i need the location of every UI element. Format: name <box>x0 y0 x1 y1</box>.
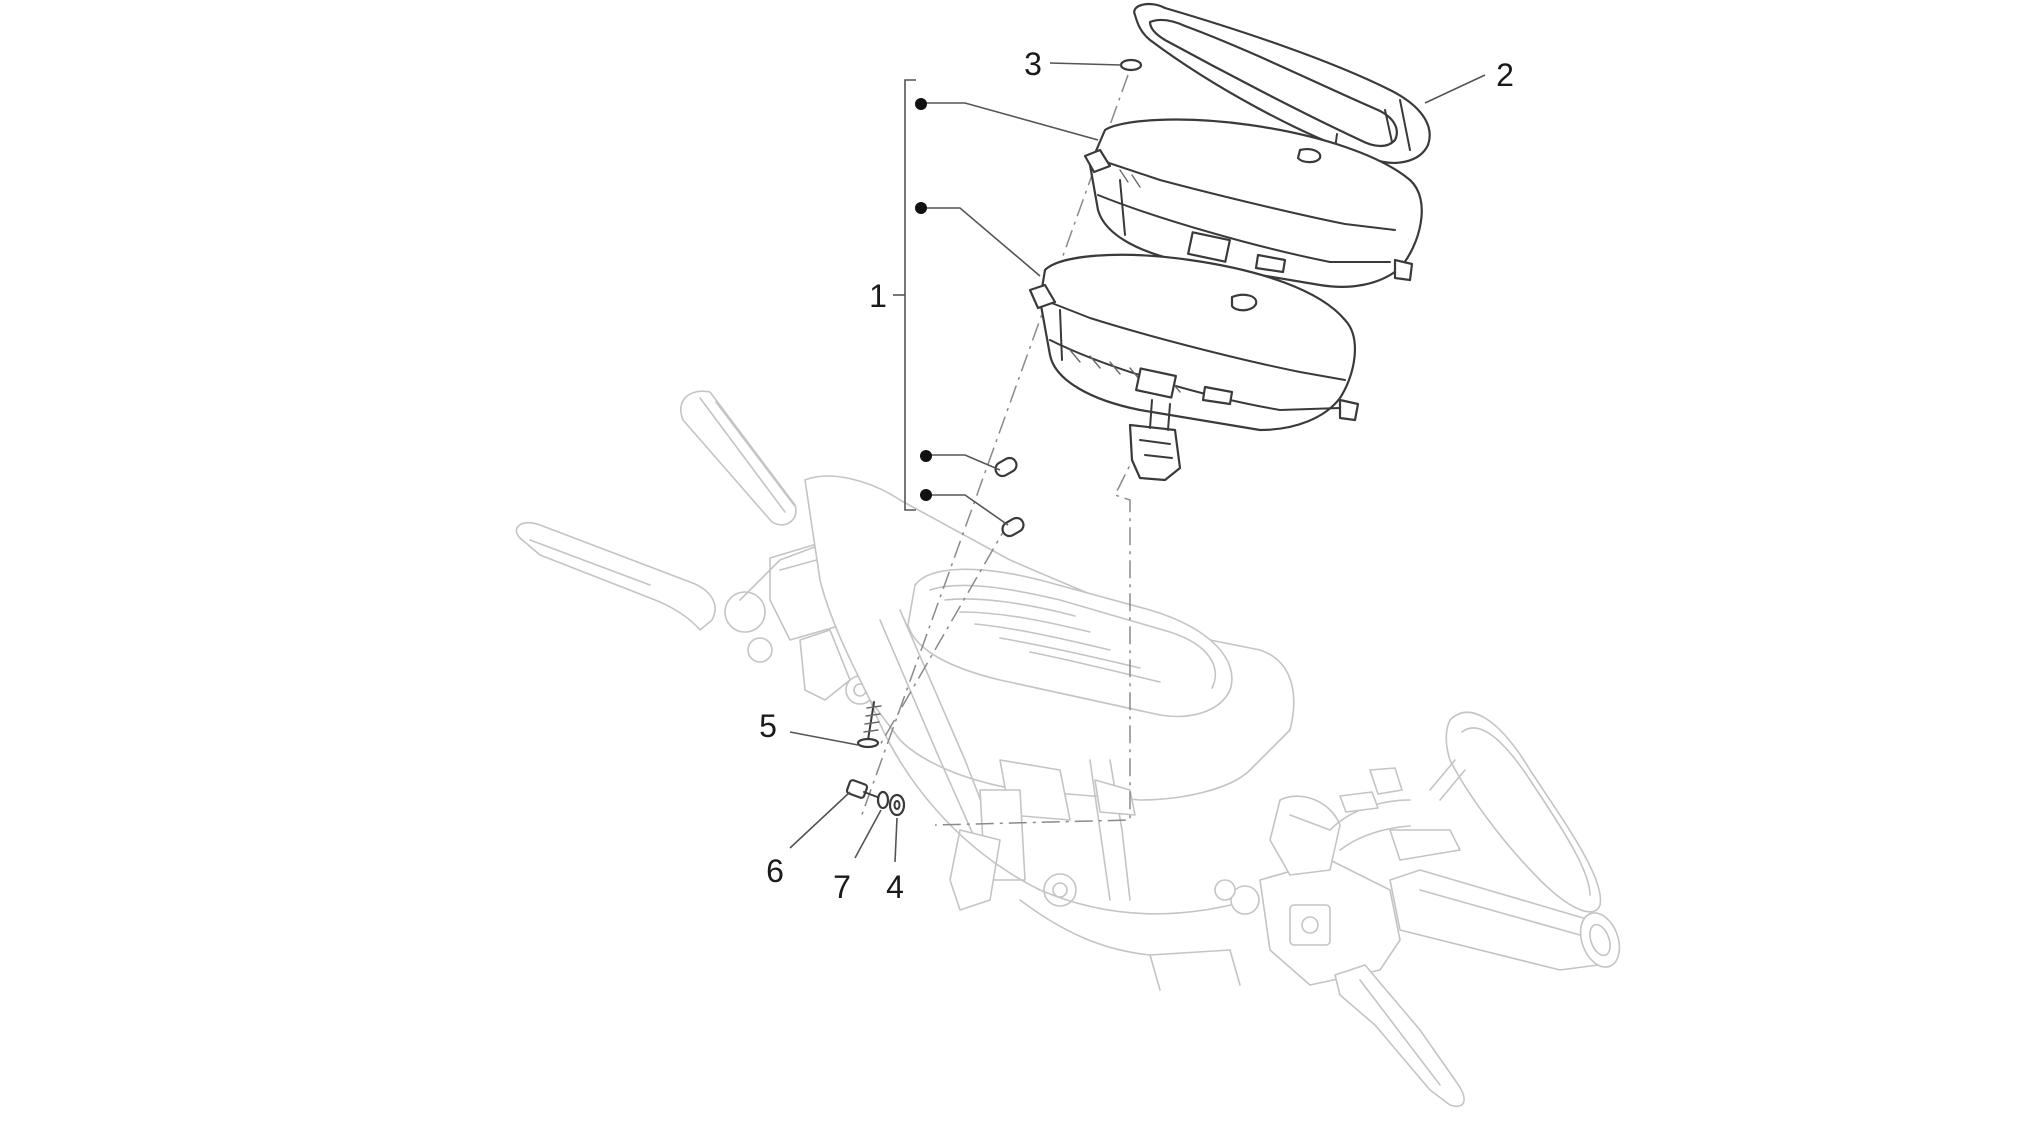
bullet-panel <box>915 202 927 214</box>
part-washers <box>876 790 906 817</box>
callout-3: 3 <box>1024 46 1042 82</box>
bullet-pad-1 <box>920 450 932 462</box>
callout-1: 1 <box>869 278 887 314</box>
callout-4: 4 <box>886 869 904 905</box>
part-bezel <box>1133 2 1431 164</box>
callout-2: 2 <box>1496 57 1514 93</box>
callout-6: 6 <box>766 853 784 889</box>
callout-7: 7 <box>833 869 851 905</box>
left-grip <box>680 390 797 526</box>
part-instrument-panel <box>1028 253 1360 482</box>
leader-lines <box>789 62 1486 863</box>
handlebar-assembly <box>515 390 1621 1107</box>
right-mirror <box>1445 711 1602 913</box>
right-brake-lever <box>1334 964 1465 1107</box>
bullet-pad-2 <box>920 489 932 501</box>
callout-5: 5 <box>759 708 777 744</box>
bullet-cover <box>915 98 927 110</box>
part-screw <box>856 701 882 749</box>
part-pads <box>994 456 1025 538</box>
part-clip <box>1119 58 1143 72</box>
callouts: 1 2 3 5 6 7 4 <box>759 46 1514 905</box>
group-bullets <box>915 98 932 501</box>
part-instrument-cover <box>1083 118 1423 288</box>
left-brake-lever <box>515 521 716 631</box>
part-bolt <box>845 779 881 799</box>
